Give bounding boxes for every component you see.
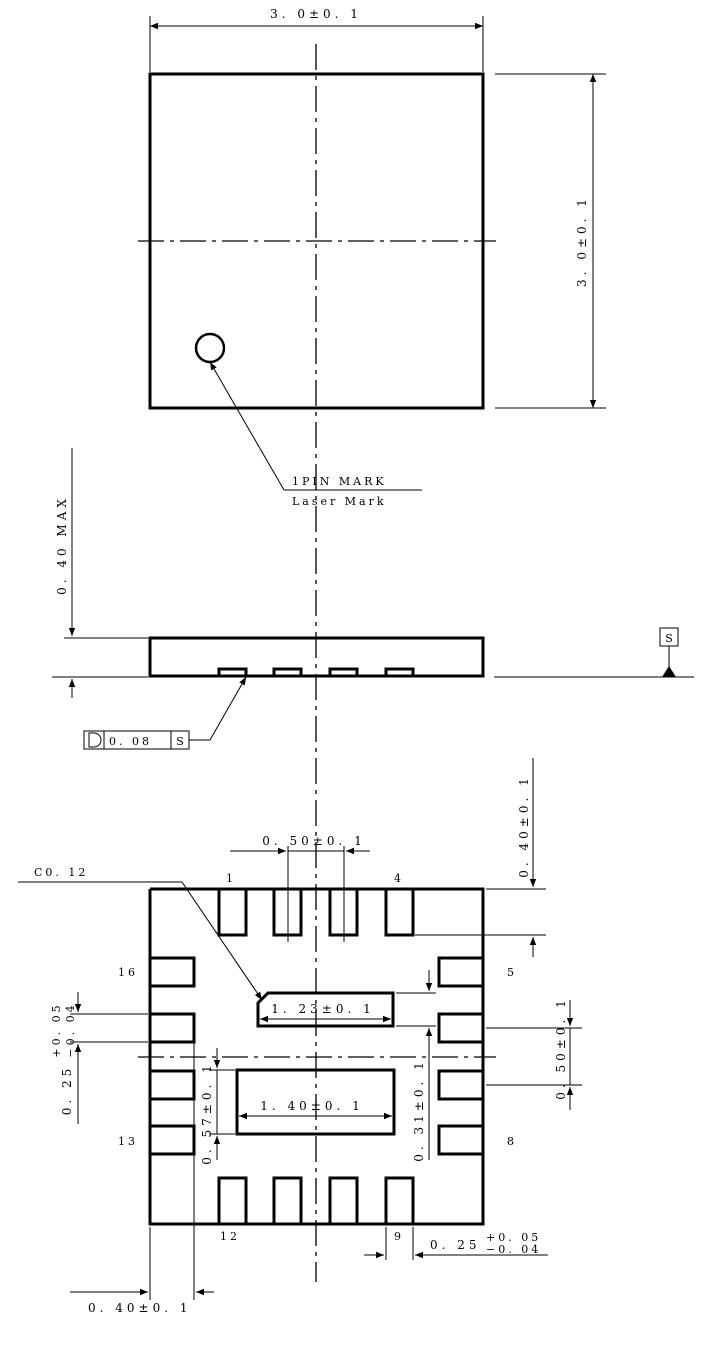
flatness-datum: S bbox=[176, 735, 184, 748]
side-terminal-3 bbox=[328, 667, 359, 678]
side-height-dim-text: 0. 40 MAX bbox=[55, 495, 69, 595]
pin-label-16: 16 bbox=[118, 966, 138, 979]
pad-14 bbox=[148, 1069, 196, 1101]
pad-9 bbox=[384, 1176, 415, 1226]
chamfer-leader bbox=[181, 881, 263, 1001]
package-outline-side bbox=[148, 636, 485, 678]
pad-16 bbox=[148, 956, 196, 988]
left-pad-width-plus: +0. 05 bbox=[50, 1002, 63, 1057]
flatness-symbol-icon bbox=[88, 732, 102, 748]
pad-12 bbox=[217, 1176, 248, 1226]
bottom-view: 1 4 16 5 13 8 12 9 C0. 12 0. 50±0. 1 0. … bbox=[18, 758, 582, 1315]
pin-label-1: 1 bbox=[226, 872, 236, 885]
pin-label-9: 9 bbox=[394, 1230, 404, 1243]
width-dim-text: 3. 0±0. 1 bbox=[270, 7, 362, 21]
pin-mark-leader bbox=[209, 361, 285, 491]
right-pitch-dim-text: 0. 50±0. 1 bbox=[554, 996, 568, 1100]
pad-13 bbox=[148, 1124, 196, 1156]
datum-label: S bbox=[665, 632, 673, 645]
pad-11 bbox=[272, 1176, 303, 1226]
pin-label-8: 8 bbox=[507, 1135, 517, 1148]
pad-7 bbox=[437, 1069, 485, 1101]
pin-label-12: 12 bbox=[220, 1230, 240, 1243]
pitch-dim-text: 0. 50±0. 1 bbox=[262, 834, 366, 848]
bottom-pad-width-main: 0. 25 bbox=[430, 1238, 481, 1252]
flatness-leader bbox=[209, 676, 247, 741]
top-view: 3. 0±0. 1 3. 0±0. 1 1PIN MARK Laser Mark bbox=[138, 7, 606, 1282]
lower-pad-dim-text: 1. 40±0. 1 bbox=[260, 1099, 364, 1113]
lower-pad-height-dim-text: 0. 57±0. 1 bbox=[200, 1061, 214, 1165]
gap-dim-text: 0. 31±0. 1 bbox=[412, 1058, 426, 1162]
package-outline-bottom bbox=[148, 887, 485, 1226]
pad-4 bbox=[384, 887, 415, 937]
pad-length-dim-text: 0. 40±0. 1 bbox=[517, 774, 531, 878]
pin-label-5: 5 bbox=[507, 966, 517, 979]
side-view: 0. 40 MAX S 0. 08 S bbox=[52, 448, 694, 750]
pad-5 bbox=[437, 956, 485, 988]
pad-15 bbox=[148, 1012, 196, 1044]
datum-box bbox=[659, 627, 679, 647]
upper-pad-dim-text: 1. 23±0. 1 bbox=[271, 1002, 375, 1016]
pad-10 bbox=[328, 1176, 359, 1226]
bottom-left-dim-text: 0. 40±0. 1 bbox=[88, 1301, 192, 1315]
side-terminal-2 bbox=[272, 667, 303, 678]
left-pad-width-main: 0. 25 bbox=[60, 1065, 74, 1116]
left-pad-width-minus: −0. 04 bbox=[64, 1002, 77, 1057]
datum-triangle bbox=[662, 666, 676, 677]
pin-label-13: 13 bbox=[118, 1135, 138, 1148]
chamfer-label: C0. 12 bbox=[34, 866, 88, 879]
upper-center-pad bbox=[256, 991, 395, 1028]
flatness-value: 0. 08 bbox=[109, 735, 152, 748]
laser-mark-label: Laser Mark bbox=[292, 495, 387, 508]
bottom-pad-width-minus: −0. 04 bbox=[486, 1243, 541, 1256]
pad-6 bbox=[437, 1012, 485, 1044]
lower-center-pad bbox=[235, 1068, 396, 1136]
pin-mark-label: 1PIN MARK bbox=[292, 475, 387, 488]
pad-1 bbox=[217, 887, 248, 937]
pad-8 bbox=[437, 1124, 485, 1156]
height-dim-text: 3. 0±0. 1 bbox=[575, 195, 589, 287]
side-terminal-1 bbox=[217, 667, 248, 678]
pin1-mark-circle bbox=[194, 332, 226, 364]
side-terminal-4 bbox=[384, 667, 415, 678]
bottom-pad-width-plus: +0. 05 bbox=[486, 1231, 541, 1244]
pin-label-4: 4 bbox=[394, 872, 404, 885]
